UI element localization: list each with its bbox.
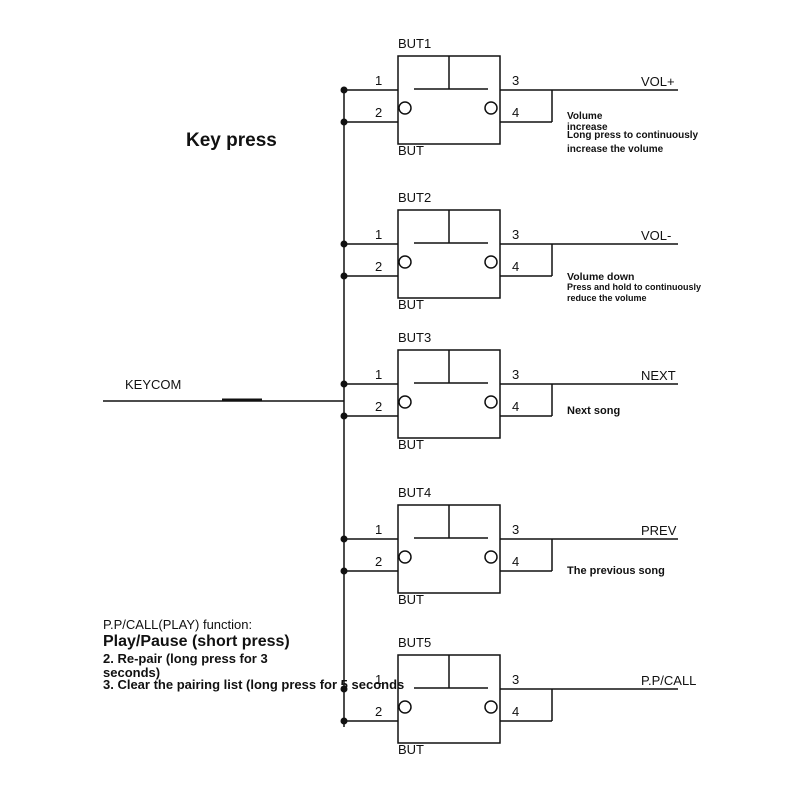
bottom-label-but5: BUT xyxy=(398,742,424,757)
pin1-label-but5: 1 xyxy=(375,672,382,687)
description-but2-line1: Volume down xyxy=(567,271,634,283)
switch-label-but4: BUT4 xyxy=(398,485,431,500)
pin3-label-but2: 3 xyxy=(512,227,519,242)
contact-right-but3 xyxy=(484,395,498,409)
contact-left-but2 xyxy=(398,255,412,269)
junction-pin2-but4 xyxy=(340,567,348,575)
pin4-label-but4: 4 xyxy=(512,554,519,569)
bottom-label-but2: BUT xyxy=(398,297,424,312)
pin3-label-but3: 3 xyxy=(512,367,519,382)
description-but2-line2: Press and hold to continuously xyxy=(567,282,701,292)
pin2-label-but4: 2 xyxy=(375,554,382,569)
signal-label-but1: VOL+ xyxy=(641,74,675,89)
junction-pin2-but5 xyxy=(340,717,348,725)
description-but1-line4: increase the volume xyxy=(567,144,664,155)
junction-pin1-but1 xyxy=(340,86,348,94)
switch-label-but2: BUT2 xyxy=(398,190,431,205)
bottom-label-but1: BUT xyxy=(398,143,424,158)
ppcall-line2a: 2. Re-pair (long press for 3 xyxy=(103,651,268,666)
junction-pin1-but5 xyxy=(340,685,348,693)
contact-right-but1 xyxy=(484,101,498,115)
junction-pin1-but4 xyxy=(340,535,348,543)
contact-left-but3 xyxy=(398,395,412,409)
switch-label-but3: BUT3 xyxy=(398,330,431,345)
junction-pin1-but3 xyxy=(340,380,348,388)
pin3-label-but1: 3 xyxy=(512,73,519,88)
signal-label-but5: P.P/CALL xyxy=(641,673,696,688)
contact-left-but1 xyxy=(398,101,412,115)
pin4-label-but1: 4 xyxy=(512,105,519,120)
junction-pin2-but1 xyxy=(340,118,348,126)
switch-label-but1: BUT1 xyxy=(398,36,431,51)
pin2-label-but2: 2 xyxy=(375,259,382,274)
contact-right-but2 xyxy=(484,255,498,269)
description-but3-line1: Next song xyxy=(567,405,620,417)
signal-label-but4: PREV xyxy=(641,523,677,538)
ppcall-heading: P.P/CALL(PLAY) function: xyxy=(103,617,253,632)
contact-left-but5 xyxy=(398,700,412,714)
keycom-label: KEYCOM xyxy=(125,377,181,392)
pin1-label-but3: 1 xyxy=(375,367,382,382)
description-but1-line3: Long press to continuously xyxy=(567,130,699,141)
pin4-label-but3: 4 xyxy=(512,399,519,414)
pin1-label-but2: 1 xyxy=(375,227,382,242)
switch-label-but5: BUT5 xyxy=(398,635,431,650)
contact-left-but4 xyxy=(398,550,412,564)
ppcall-line3: 3. Clear the pairing list (long press fo… xyxy=(103,677,405,692)
junction-pin1-but2 xyxy=(340,240,348,248)
description-but1-line2: increase xyxy=(567,122,608,133)
junction-pin2-but3 xyxy=(340,412,348,420)
description-but1-line1: Volume xyxy=(567,111,603,122)
ppcall-line1: Play/Pause (short press) xyxy=(103,633,290,650)
pin4-label-but5: 4 xyxy=(512,704,519,719)
pin3-label-but5: 3 xyxy=(512,672,519,687)
bottom-label-but4: BUT xyxy=(398,592,424,607)
pin2-label-but3: 2 xyxy=(375,399,382,414)
pin1-label-but4: 1 xyxy=(375,522,382,537)
pin2-label-but1: 2 xyxy=(375,105,382,120)
pin2-label-but5: 2 xyxy=(375,704,382,719)
signal-label-but2: VOL- xyxy=(641,228,671,243)
description-but4-line1: The previous song xyxy=(567,565,665,577)
pin3-label-but4: 3 xyxy=(512,522,519,537)
ppcall-line2b: seconds) xyxy=(103,665,161,680)
junction-pin2-but2 xyxy=(340,272,348,280)
description-but2-line3: reduce the volume xyxy=(567,293,647,303)
signal-label-but3: NEXT xyxy=(641,368,676,383)
contact-right-but5 xyxy=(484,700,498,714)
pin4-label-but2: 4 xyxy=(512,259,519,274)
contact-right-but4 xyxy=(484,550,498,564)
page-title: Key press xyxy=(186,130,277,151)
pin1-label-but1: 1 xyxy=(375,73,382,88)
bottom-label-but3: BUT xyxy=(398,437,424,452)
